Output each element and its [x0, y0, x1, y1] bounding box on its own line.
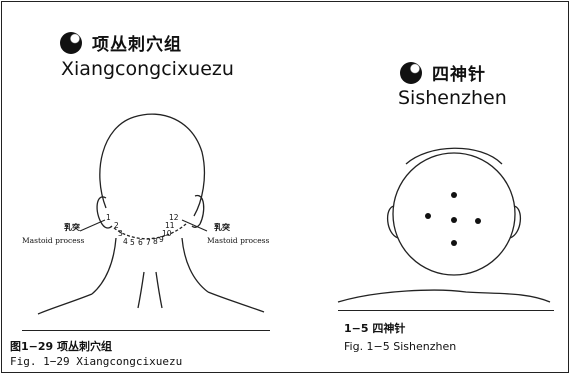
- point-number: 12: [169, 213, 179, 222]
- acupoint-dot: [425, 213, 431, 219]
- neck-muscle-1: [138, 272, 144, 308]
- point-number: 4: [123, 237, 128, 246]
- left-caption-cn: 图1−29 项丛刺穴组: [10, 338, 112, 354]
- hairline-top: [406, 148, 502, 164]
- neck-muscle-2: [156, 272, 162, 308]
- label-left-cn: 乳突: [64, 222, 80, 232]
- leader-line-left: [80, 220, 105, 231]
- leader-line-right: [182, 220, 207, 231]
- point-number: 6: [138, 238, 143, 247]
- neck-right: [182, 238, 208, 292]
- label-right-cn: 乳突: [214, 222, 230, 232]
- acupoint-dot: [451, 240, 457, 246]
- right-ear: [192, 195, 204, 227]
- head-top-outline: [393, 153, 515, 275]
- right-caption-en: Fig. 1−5 Sishenzhen: [344, 340, 456, 353]
- label-left-en: Mastoid process: [22, 236, 85, 245]
- neck-points-illustration: 1 2 3 4 5 6 7 8 9 10 11 12 乳突 Mastoid pr…: [2, 2, 286, 374]
- label-right-en: Mastoid process: [207, 236, 270, 245]
- left-caption-en: Fig. 1−29 Xiangcongcixuezu: [10, 355, 182, 368]
- acupoint-dot: [475, 218, 481, 224]
- point-number: 8: [153, 237, 158, 246]
- shoulder-left: [38, 294, 92, 314]
- point-number: 10: [162, 229, 172, 238]
- point-number: 5: [130, 238, 135, 247]
- shoulder-line: [338, 290, 550, 302]
- point-number: 1: [106, 213, 111, 222]
- point-number: 11: [165, 221, 175, 230]
- right-figure-section: 四神针 Sishenzhen 1−5 四神针 Fig. 1−5 Sishenzh…: [288, 2, 572, 374]
- head-outline: [100, 114, 205, 216]
- crown-points-illustration: [288, 2, 572, 374]
- shoulder-right: [208, 292, 264, 312]
- right-caption-cn: 1−5 四神针: [344, 320, 405, 336]
- caption-divider: [22, 330, 270, 331]
- acupoint-dot: [451, 217, 457, 223]
- acupoint-dot: [451, 192, 457, 198]
- point-number: 7: [146, 238, 151, 247]
- caption-divider: [338, 310, 554, 311]
- left-figure-section: 项丛刺穴组 Xiangcongcixuezu 1 2 3 4 5: [2, 2, 286, 374]
- neck-left: [92, 238, 116, 294]
